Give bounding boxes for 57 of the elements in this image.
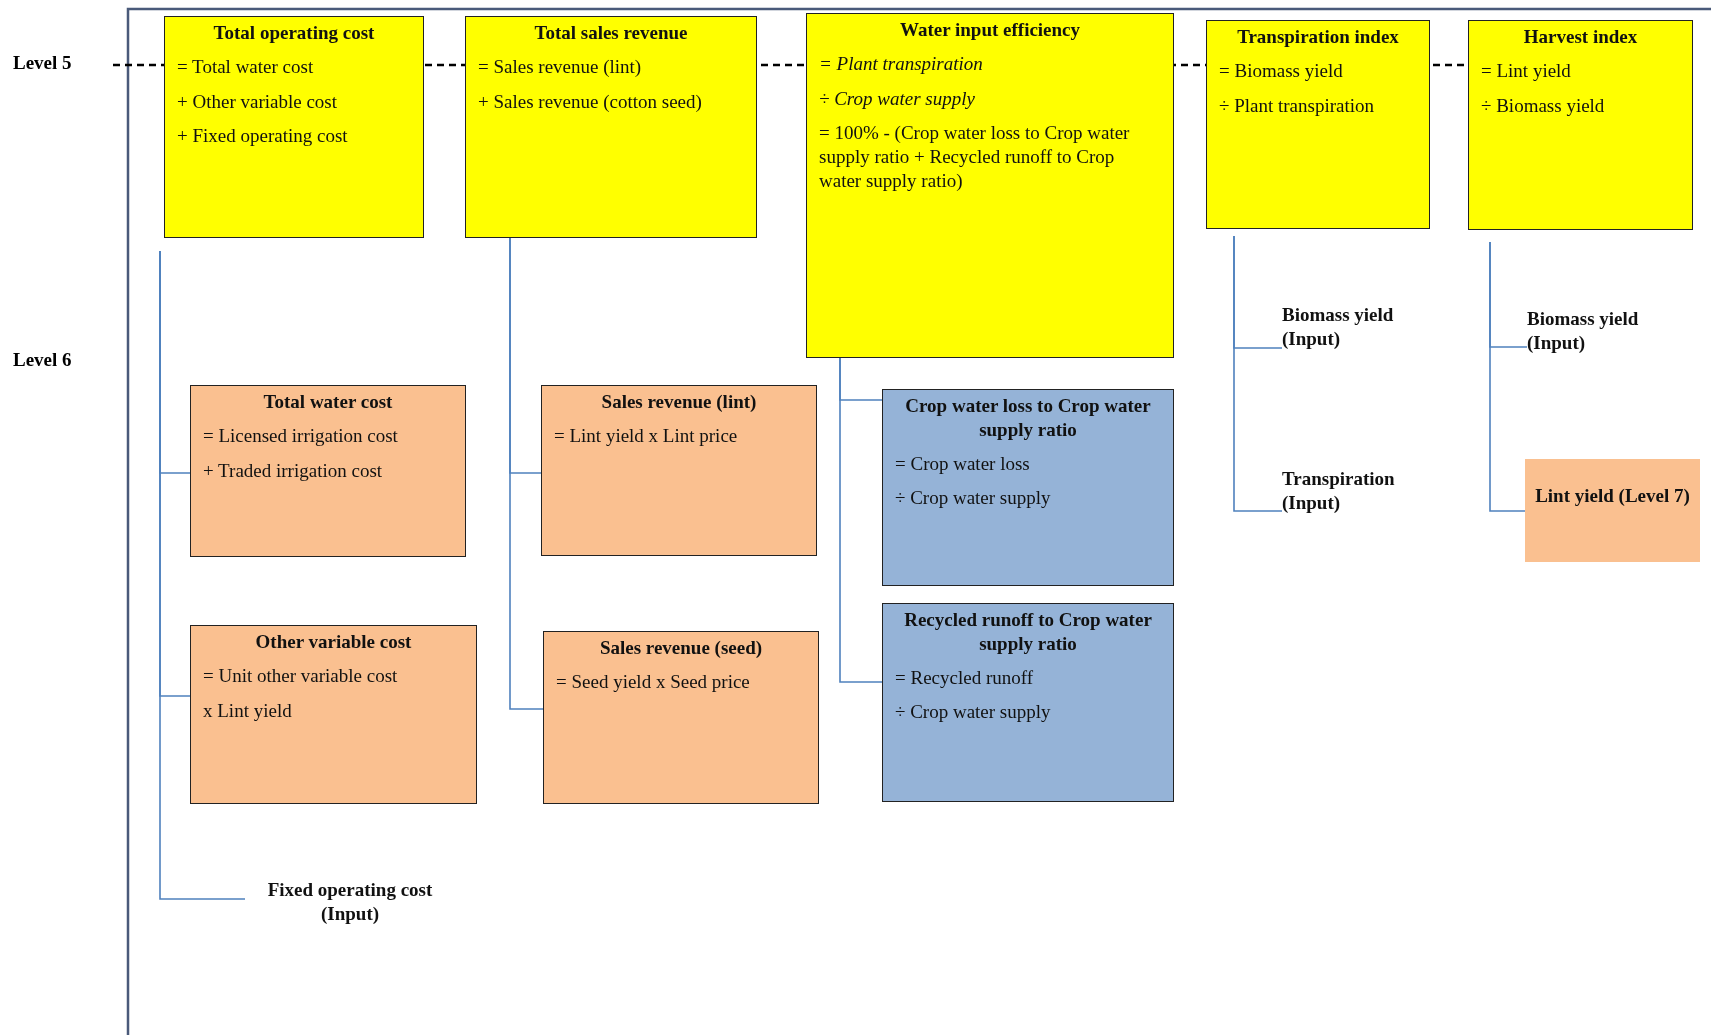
formula-text: = Biomass yield	[1219, 58, 1344, 83]
formula-box	[164, 16, 424, 238]
formula-text: = Seed yield x Seed price	[556, 669, 751, 694]
input-label: Biomass yield (Input)	[1527, 307, 1677, 362]
formula-text: = Crop water loss	[895, 451, 1031, 476]
formula-text: = Lint yield x Lint price	[554, 423, 739, 448]
formula-box	[541, 385, 817, 556]
formula-box	[190, 625, 477, 804]
formula-text: = Total water cost	[177, 54, 315, 79]
box-title: Recycled runoff to Crop water supply ratio	[903, 608, 1153, 656]
formula-text: = Recycled runoff	[895, 665, 1035, 690]
formula-text: ÷ Biomass yield	[1481, 93, 1606, 118]
connector-line	[839, 357, 883, 683]
box-title: Sales revenue (seed)	[598, 636, 764, 660]
formula-text: = Plant transpiration	[819, 51, 984, 76]
formula-text: ÷ Crop water supply	[895, 486, 1052, 510]
formula-text: ÷ Plant transpiration	[1219, 93, 1375, 118]
formula-box	[1206, 20, 1430, 229]
formula-text: = Lint yield	[1481, 58, 1572, 83]
formula-text: ÷ Crop water supply	[895, 700, 1052, 724]
box-title: Crop water loss to Crop water supply ratio	[904, 394, 1152, 442]
box-title: Water input efficiency	[898, 18, 1082, 42]
formula-box	[882, 389, 1174, 586]
input-box	[1525, 459, 1700, 562]
input-label: Biomass yield (Input)	[1282, 303, 1432, 358]
level-label: Level 6	[13, 349, 72, 371]
box-title: Sales revenue (lint)	[600, 390, 758, 414]
formula-text: = 100% - (Crop water loss to Crop water supply ratio + Recycled runoff to Crop water supply ratio)	[819, 121, 1131, 193]
connector-line	[1233, 235, 1283, 512]
formula-text: + Fixed operating cost	[177, 124, 349, 148]
formula-box	[543, 631, 819, 804]
box-title: Total operating cost	[212, 21, 376, 45]
formula-text: + Traded irrigation cost	[203, 458, 384, 483]
connector-line	[159, 250, 246, 900]
formula-box	[190, 385, 466, 557]
input-label: Lint yield (Level 7)	[1535, 483, 1690, 508]
formula-text: = Unit other variable cost	[203, 663, 399, 688]
box-title: Total water cost	[262, 390, 394, 414]
formula-text: = Sales revenue (lint)	[478, 54, 643, 79]
input-label: Transpiration (Input)	[1282, 467, 1432, 522]
formula-text: x Lint yield	[203, 698, 293, 723]
formula-box	[882, 603, 1174, 802]
box-title: Harvest index	[1522, 25, 1639, 49]
level-label: Level 5	[13, 52, 72, 74]
formula-text: + Other variable cost	[177, 89, 338, 114]
formula-box	[806, 13, 1174, 358]
formula-box	[465, 16, 757, 238]
box-title: Other variable cost	[254, 630, 413, 654]
box-title: Transpiration index	[1236, 25, 1400, 49]
input-label: Fixed operating cost (Input)	[245, 878, 455, 930]
formula-box	[1468, 20, 1693, 230]
formula-text: ÷ Crop water supply	[819, 86, 976, 111]
connector-line	[1489, 241, 1526, 512]
connector-line	[509, 237, 544, 710]
formula-text: + Sales revenue (cotton seed)	[478, 89, 703, 114]
formula-text: = Licensed irrigation cost	[203, 423, 399, 448]
box-title: Total sales revenue	[533, 21, 689, 45]
